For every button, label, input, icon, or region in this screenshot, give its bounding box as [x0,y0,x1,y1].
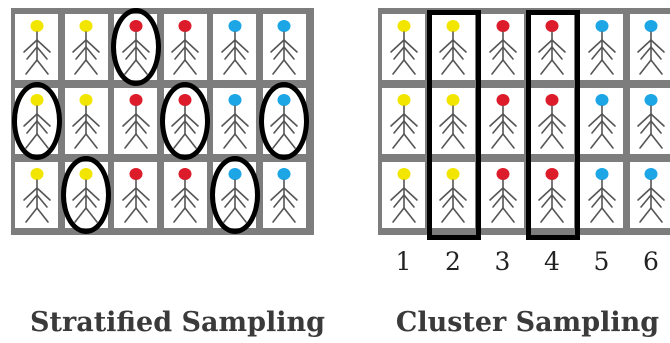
stick-figure-icon [270,168,298,223]
selected-sample-ellipse [209,156,260,234]
person-cell-yellow [382,162,425,228]
selected-sample-ellipse [259,82,309,160]
person-cell-blue [580,14,623,80]
stick-figure-icon [637,168,665,223]
person-cell-yellow [15,162,58,228]
cluster-sampling-caption: Cluster Sampling [395,307,660,338]
person-cell-red [481,88,524,154]
stick-figure-icon [538,20,566,75]
stick-figure-icon [637,20,665,75]
person-cell-blue [629,162,670,228]
stick-figure-icon [220,94,249,149]
stick-figure-icon [220,20,249,75]
stratified-sampling-caption: Stratified Sampling [30,307,325,338]
stick-figure-icon [22,168,51,223]
stick-figure-icon [488,94,517,149]
person-cell-blue [629,88,670,154]
person-cell-red [481,162,524,228]
stick-figure-icon [270,20,298,75]
person-cell-yellow [382,14,425,80]
stick-figure-icon [587,168,616,223]
person-cell-yellow [431,162,475,228]
stick-figure-icon [538,168,566,223]
person-cell-blue [213,14,256,80]
person-cell-yellow [431,88,475,154]
stick-figure-icon [637,94,665,149]
cluster-sampling-grid [378,8,670,235]
person-cell-red [481,14,524,80]
stick-figure-icon [72,94,100,149]
selected-sample-ellipse [61,156,111,234]
person-cell-red [530,14,574,80]
person-cell-red [163,162,207,228]
selected-sample-ellipse [110,8,161,86]
selected-cluster-box [426,10,481,240]
person-cell-blue [262,14,306,80]
person-cell-red [530,88,574,154]
person-cell-blue [213,88,256,154]
stick-figure-icon [389,94,418,149]
stick-figure-icon [587,94,616,149]
stick-figure-icon [488,168,517,223]
stick-figure-icon [488,20,517,75]
column-number-label: 5 [593,247,610,276]
stick-figure-icon [171,20,199,75]
stick-figure-icon [439,20,467,75]
person-cell-blue [629,14,670,80]
person-cell-red [114,162,157,228]
stick-figure-icon [121,168,150,223]
stick-figure-icon [22,20,51,75]
person-cell-yellow [431,14,475,80]
stick-figure-icon [439,168,467,223]
stick-figure-icon [587,20,616,75]
stick-figure-icon [389,168,418,223]
person-cell-blue [580,162,623,228]
column-number-label: 3 [494,247,511,276]
stick-figure-icon [171,168,199,223]
selected-cluster-box [525,10,580,240]
stick-figure-icon [121,94,150,149]
selected-sample-ellipse [160,82,210,160]
person-cell-red [163,14,207,80]
selected-sample-ellipse [11,82,62,160]
column-number-label: 6 [643,247,659,276]
stick-figure-icon [389,20,418,75]
person-cell-yellow [64,14,108,80]
person-cell-blue [262,162,306,228]
column-number-label: 4 [544,247,560,276]
column-number-label: 1 [395,247,412,276]
stick-figure-icon [72,20,100,75]
person-cell-yellow [64,88,108,154]
person-cell-yellow [15,14,58,80]
column-number-label: 2 [445,247,461,276]
stick-figure-icon [538,94,566,149]
person-cell-blue [580,88,623,154]
person-cell-red [114,88,157,154]
person-cell-yellow [382,88,425,154]
stick-figure-icon [439,94,467,149]
person-cell-red [530,162,574,228]
